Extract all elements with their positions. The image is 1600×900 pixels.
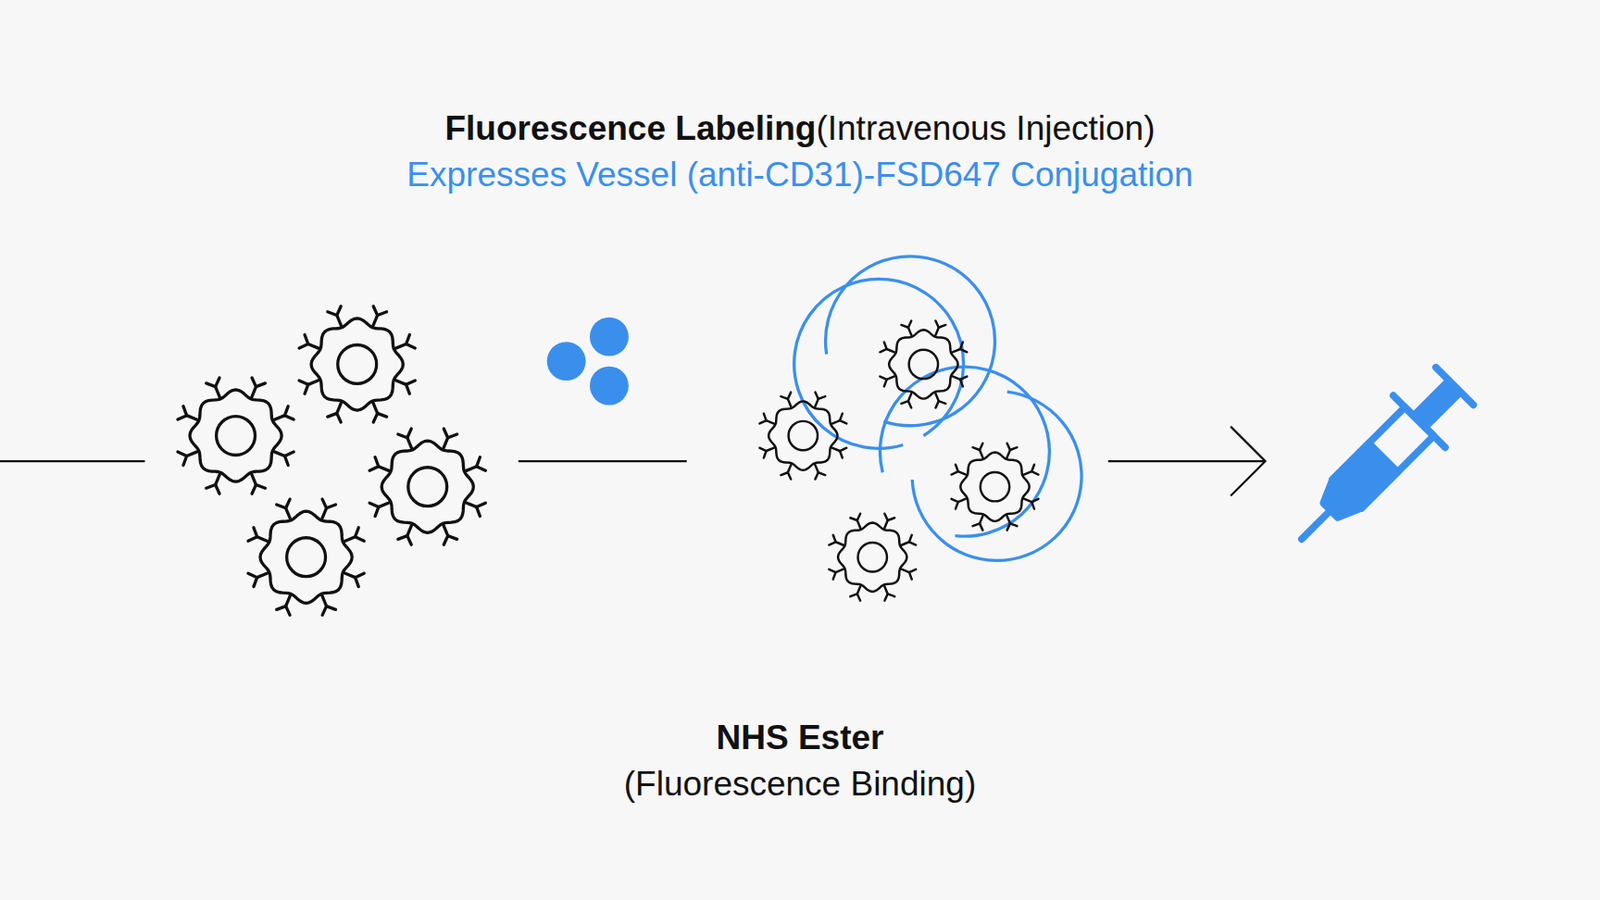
labeled-cells — [794, 256, 1082, 562]
cells-unlabeled — [177, 306, 486, 616]
subtitle: (Intravenous Injection) — [815, 109, 1155, 148]
syringe-icon — [1275, 360, 1481, 565]
step-note: (Fluorescence Binding) — [624, 764, 976, 803]
small-cells — [759, 320, 1038, 600]
step-label: NHS Ester — [716, 718, 885, 757]
title: Fluorescence Labeling — [444, 109, 816, 148]
blue-subtitle: Expresses Vessel (anti-CD31)-FSD647 Conj… — [406, 155, 1193, 194]
dye-dots — [547, 317, 629, 406]
